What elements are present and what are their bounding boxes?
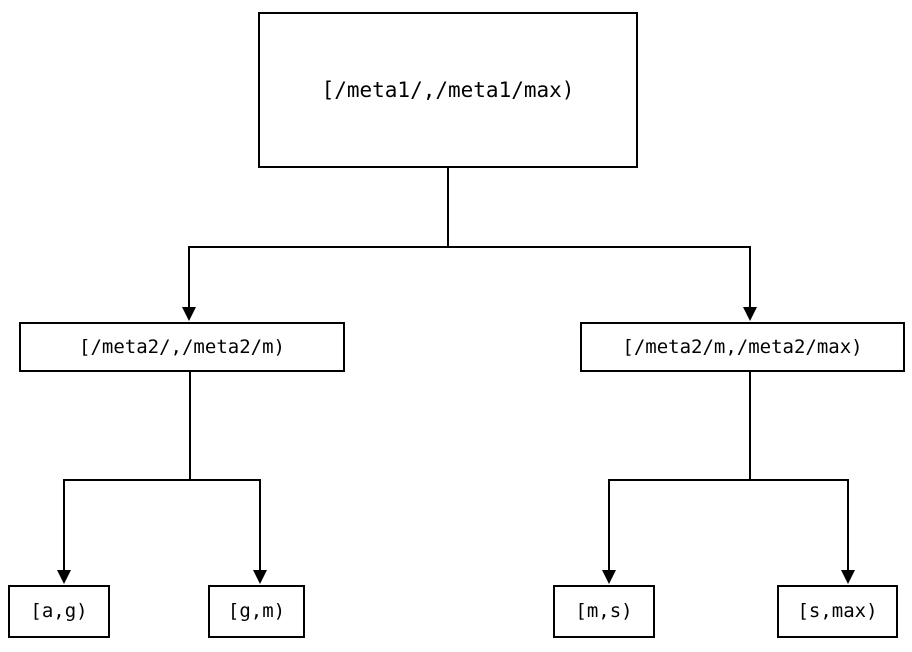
arrowhead-icon [602, 570, 616, 584]
node-leaf-2-label: [g,m) [227, 600, 286, 622]
edge-line [189, 372, 261, 570]
arrowhead-icon [182, 307, 196, 321]
node-mid-right-label: [/meta2/m,/meta2/max) [622, 335, 863, 358]
node-mid-left-label: [/meta2/,/meta2/m) [79, 335, 285, 358]
node-root[interactable]: [/meta1/,/meta1/max) [258, 12, 638, 168]
node-root-label: [/meta1/,/meta1/max) [321, 77, 575, 102]
edge-line [447, 168, 751, 307]
node-mid-left[interactable]: [/meta2/,/meta2/m) [19, 322, 345, 372]
arrowhead-icon [841, 570, 855, 584]
node-leaf-1-label: [a,g) [30, 600, 88, 622]
edge-mid-left-to-leaf-2 [189, 372, 267, 584]
node-leaf-4[interactable]: [s,max) [777, 585, 898, 638]
node-leaf-3[interactable]: [m,s) [553, 585, 655, 638]
node-mid-right[interactable]: [/meta2/m,/meta2/max) [580, 322, 905, 372]
arrowhead-icon [743, 307, 757, 321]
node-leaf-1[interactable]: [a,g) [8, 585, 110, 638]
arrowhead-icon [57, 570, 71, 584]
node-leaf-3-label: [m,s) [575, 600, 633, 622]
node-leaf-4-label: [s,max) [797, 600, 878, 622]
arrowhead-icon [253, 570, 267, 584]
edge-mid-right-to-leaf-3 [602, 372, 751, 584]
edge-line [63, 372, 191, 570]
edge-line [749, 372, 849, 570]
edge-root-to-mid-right [447, 168, 757, 321]
edge-line [608, 372, 751, 570]
edge-root-to-mid-left [182, 168, 449, 321]
node-leaf-2[interactable]: [g,m) [208, 585, 305, 638]
edge-mid-right-to-leaf-4 [749, 372, 855, 584]
edge-line [188, 168, 449, 307]
edge-mid-left-to-leaf-1 [57, 372, 191, 584]
